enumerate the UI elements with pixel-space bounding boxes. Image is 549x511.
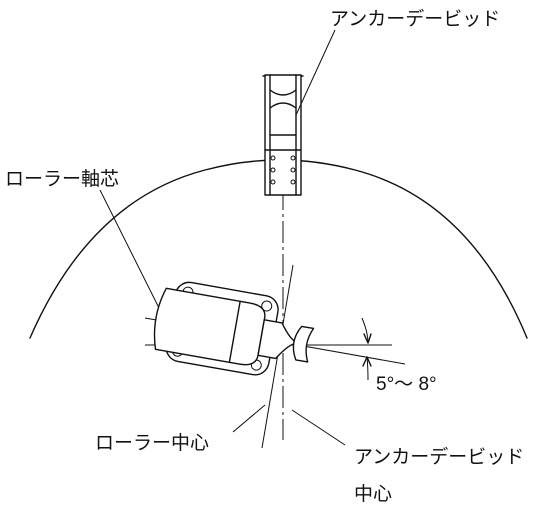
label-roller-center: ローラー中心	[95, 432, 209, 454]
leader-anchor-davit	[295, 29, 336, 116]
anchor-davit	[262, 74, 304, 196]
label-anchor-davit: アンカーデービッド	[330, 8, 500, 30]
label-angle-range: 5°～ 8°	[376, 374, 437, 395]
roller-assembly	[153, 281, 315, 376]
label-roller-axis: ローラー軸芯	[5, 168, 119, 190]
label-anchor-davit-center-1: アンカーデービッド	[354, 446, 524, 468]
angle-indicator	[361, 317, 372, 381]
leader-roller-axis	[99, 189, 161, 311]
label-anchor-davit-center-2: 中心	[354, 483, 392, 505]
leader-anchor-davit-center	[291, 409, 346, 446]
leader-roller-center	[232, 404, 266, 433]
